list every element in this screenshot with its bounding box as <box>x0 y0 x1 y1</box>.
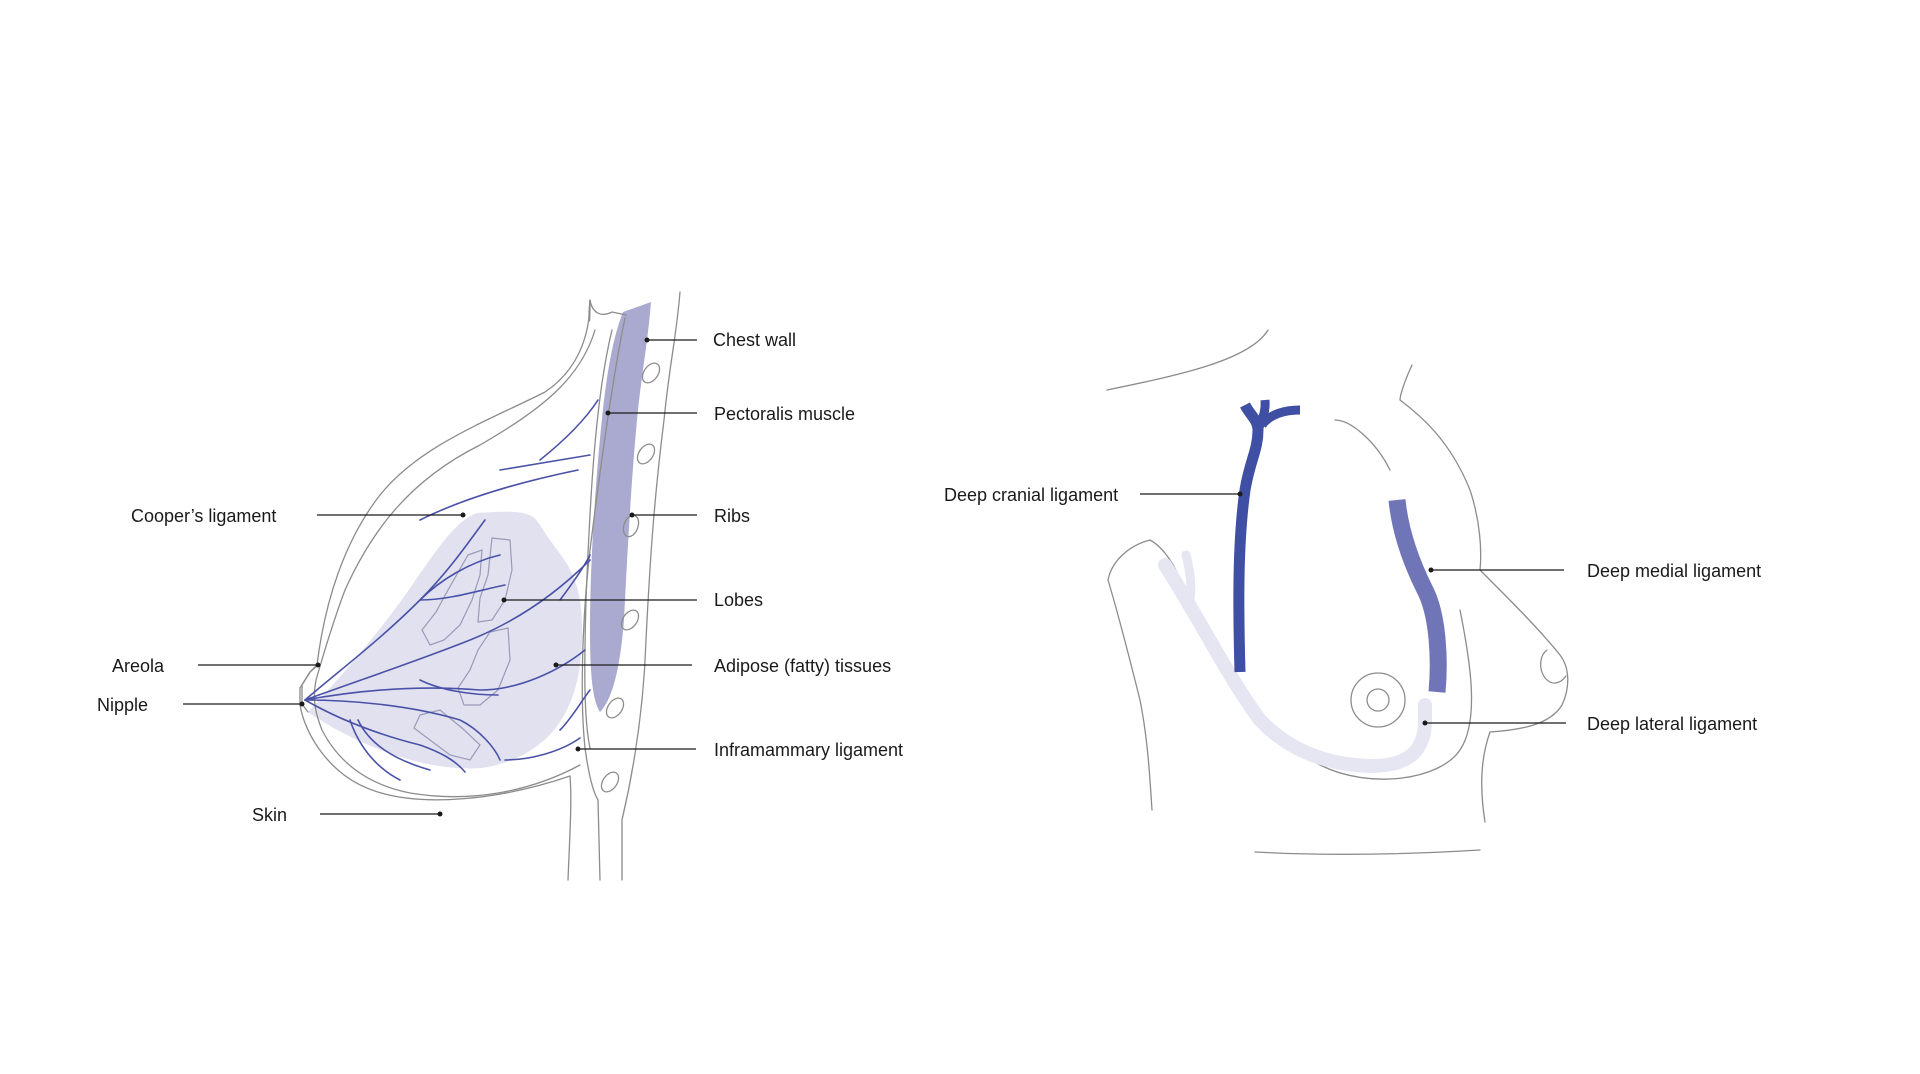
label-lobes: Lobes <box>714 590 763 610</box>
label-deep-medial-ligament: Deep medial ligament <box>1587 561 1761 581</box>
sagittal-breast-diagram: Chest wall Pectoralis muscle Cooper’s li… <box>97 292 903 880</box>
nipple-circle <box>1367 689 1389 711</box>
pectoralis-muscle <box>590 302 651 712</box>
right-label-deep-medial: Deep medial ligament <box>1429 561 1762 581</box>
label-inframammary-ligament: Inframammary ligament <box>714 740 903 760</box>
rib-6 <box>598 769 622 795</box>
label-coopers-ligament: Cooper’s ligament <box>131 506 276 526</box>
lateral-band-branch <box>1186 555 1191 600</box>
breast-upper-contour <box>1335 420 1390 470</box>
label-ribs: Ribs <box>714 506 750 526</box>
label-skin: Skin <box>252 805 287 825</box>
left-label-inframammary: Inframammary ligament <box>576 740 904 760</box>
label-nipple: Nipple <box>97 695 148 715</box>
right-label-deep-cranial: Deep cranial ligament <box>944 485 1243 505</box>
left-label-areola: Areola <box>112 656 321 676</box>
inframammary-fold-line <box>568 776 571 880</box>
bottom-body-line <box>1255 850 1480 854</box>
left-label-nipple: Nipple <box>97 695 305 715</box>
deep-lateral-band <box>1165 565 1425 766</box>
left-label-skin: Skin <box>252 805 443 825</box>
label-adipose-tissues: Adipose (fatty) tissues <box>714 656 891 676</box>
chest-wall-top <box>590 300 626 315</box>
neck-line <box>589 300 590 321</box>
left-label-pectoralis: Pectoralis muscle <box>606 404 856 424</box>
rib-2 <box>634 441 658 467</box>
deep-cranial-ligament <box>1239 405 1258 672</box>
label-deep-cranial-ligament: Deep cranial ligament <box>944 485 1118 505</box>
right-label-deep-lateral: Deep lateral ligament <box>1423 714 1758 734</box>
left-label-ribs: Ribs <box>630 506 751 526</box>
shoulder-line <box>1107 330 1268 390</box>
left-label-chest-wall: Chest wall <box>645 330 797 350</box>
label-chest-wall: Chest wall <box>713 330 796 350</box>
deep-medial-ligament <box>1397 500 1438 692</box>
label-areola: Areola <box>112 656 165 676</box>
areola-circle <box>1351 673 1405 727</box>
label-pectoralis-muscle: Pectoralis muscle <box>714 404 855 424</box>
left-label-coopers: Cooper’s ligament <box>131 506 466 526</box>
frontal-breast-diagram: Deep cranial ligament Deep medial ligame… <box>944 330 1761 854</box>
glandular-tissue-region <box>308 512 582 769</box>
label-deep-lateral-ligament: Deep lateral ligament <box>1587 714 1757 734</box>
side-nipple <box>1541 650 1566 683</box>
